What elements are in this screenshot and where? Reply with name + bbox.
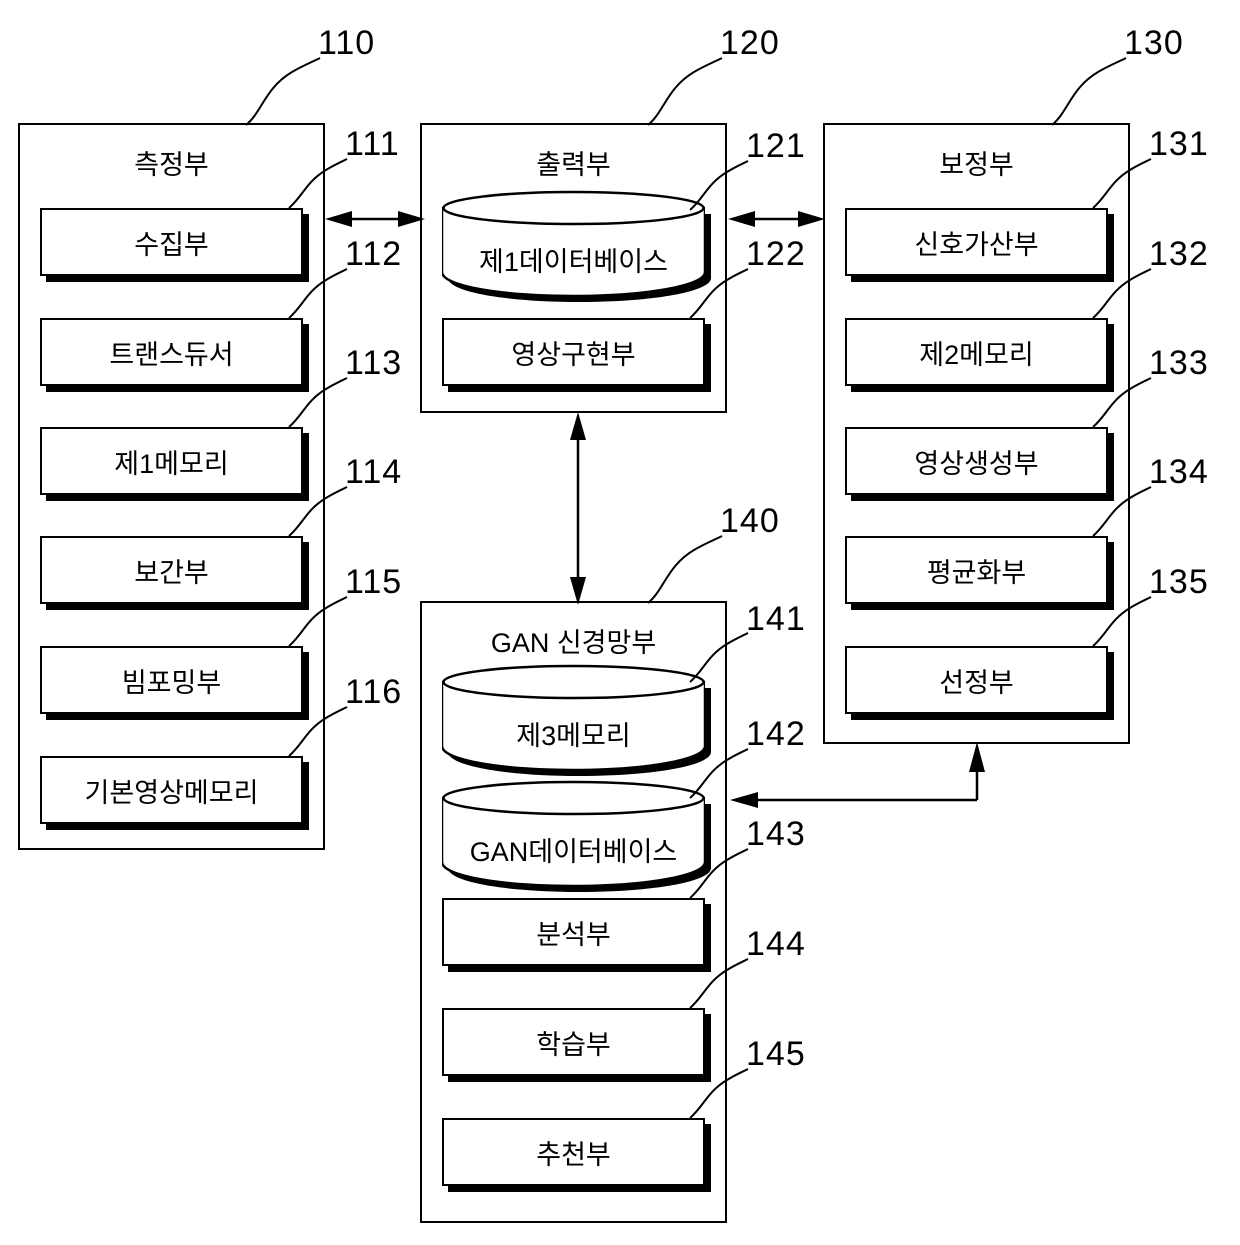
block-second-memory[interactable]: 제2메모리 (845, 318, 1108, 386)
block-learner[interactable]: 학습부 (442, 1008, 705, 1076)
unit-gan-title: GAN 신경망부 (490, 628, 657, 658)
block-interpolation[interactable]: 보간부 (40, 536, 303, 604)
cylinder-third-memory[interactable] (440, 664, 707, 772)
unit-correction-title: 보정부 (939, 150, 1014, 180)
ref-120: 120 (720, 24, 780, 62)
block-image-implementation[interactable]: 영상구현부 (442, 318, 705, 386)
ref-121: 121 (746, 127, 806, 165)
ref-115: 115 (345, 563, 403, 601)
block-image-generator[interactable]: 영상생성부 (845, 427, 1108, 495)
ref-132: 132 (1149, 235, 1209, 273)
connector-output-correction (728, 211, 825, 227)
block-first-memory[interactable]: 제1메모리 (40, 427, 303, 495)
connector-output-gan (570, 412, 586, 605)
leader-line-110 (245, 57, 321, 126)
ref-141: 141 (746, 600, 806, 638)
block-analyzer[interactable]: 분석부 (442, 898, 705, 966)
block-selector[interactable]: 선정부 (845, 646, 1108, 714)
leader-line-120 (647, 57, 723, 126)
ref-130: 130 (1124, 24, 1184, 62)
unit-measurement-title: 측정부 (134, 150, 209, 180)
ref-112: 112 (345, 235, 403, 273)
ref-113: 113 (345, 344, 403, 382)
ref-122: 122 (746, 235, 806, 273)
ref-114: 114 (345, 453, 403, 491)
cylinder-first-database[interactable] (440, 190, 707, 298)
block-transducer[interactable]: 트랜스듀서 (40, 318, 303, 386)
leader-line-130 (1051, 57, 1127, 126)
block-recommender[interactable]: 추천부 (442, 1118, 705, 1186)
ref-116: 116 (345, 673, 403, 711)
ref-133: 133 (1149, 344, 1209, 382)
ref-111: 111 (345, 125, 400, 163)
unit-output-title: 출력부 (536, 150, 611, 180)
ref-144: 144 (746, 925, 806, 963)
ref-134: 134 (1149, 453, 1209, 491)
ref-145: 145 (746, 1035, 806, 1073)
ref-140: 140 (720, 502, 780, 540)
leader-line-140 (647, 535, 723, 604)
block-base-image-memory[interactable]: 기본영상메모리 (40, 756, 303, 824)
block-signal-adder[interactable]: 신호가산부 (845, 208, 1108, 276)
ref-143: 143 (746, 815, 806, 853)
block-beamforming[interactable]: 빔포밍부 (40, 646, 303, 714)
ref-110: 110 (318, 24, 376, 62)
block-averaging[interactable]: 평균화부 (845, 536, 1108, 604)
ref-131: 131 (1149, 125, 1209, 163)
cylinder-gan-database[interactable] (440, 780, 707, 888)
ref-142: 142 (746, 715, 806, 753)
block-collector[interactable]: 수집부 (40, 208, 303, 276)
connector-measurement-output (325, 211, 425, 227)
ref-135: 135 (1149, 563, 1209, 601)
